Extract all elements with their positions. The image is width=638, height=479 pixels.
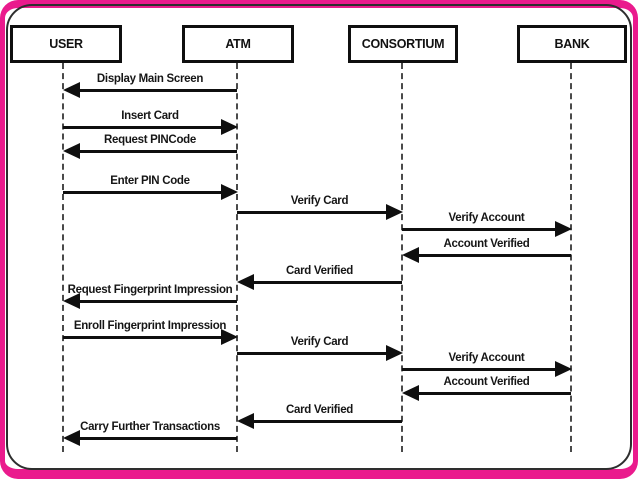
message-arrowhead-right [555,221,572,237]
message-arrowhead-left [237,274,254,290]
message-arrowhead-left [402,247,419,263]
message-arrow-line [237,352,392,355]
actor-label: CONSORTIUM [361,37,445,51]
actor-box-consortium: CONSORTIUM [348,25,458,63]
message-arrowhead-right [555,361,572,377]
message-label: Request PINCode [104,134,196,146]
message-arrow-line [73,437,237,440]
message-arrow-line [63,191,227,194]
message-arrow-line [402,228,561,231]
message-arrowhead-left [402,385,419,401]
actor-label: USER [49,37,83,51]
message-label: Account Verified [443,238,530,250]
message-arrowhead-left [237,413,254,429]
message-arrow-line [63,336,227,339]
message-arrowhead-right [221,119,238,135]
actor-label: ATM [225,37,251,51]
message-arrowhead-right [221,184,238,200]
message-arrow-line [237,211,392,214]
message-arrowhead-left [63,430,80,446]
message-label: Verify Account [448,352,525,364]
message-arrow-line [412,254,571,257]
message-arrow-line [247,281,402,284]
message-arrow-line [247,420,402,423]
message-label: Enroll Fingerprint Impression [73,320,227,332]
message-arrowhead-right [386,204,403,220]
message-label: Insert Card [121,110,179,122]
message-arrow-line [412,392,571,395]
actor-box-bank: BANK [517,25,627,63]
message-arrowhead-right [221,329,238,345]
message-arrowhead-left [63,143,80,159]
message-arrow-line [402,368,561,371]
message-arrowhead-right [386,345,403,361]
actor-box-atm: ATM [182,25,294,63]
message-label: Display Main Screen [96,73,204,85]
message-arrow-line [63,126,227,129]
message-label: Account Verified [443,376,530,388]
actor-box-user: USER [10,25,122,63]
message-arrow-line [73,150,237,153]
message-arrowhead-left [63,293,80,309]
message-label: Carry Further Transactions [80,421,220,433]
message-label: Card Verified [285,265,354,277]
message-arrow-line [73,89,237,92]
message-label: Verify Card [290,336,349,348]
message-label: Card Verified [285,404,354,416]
message-arrowhead-left [63,82,80,98]
actor-label: BANK [554,37,590,51]
lifeline-atm [236,63,238,452]
lifeline-bank [570,63,572,452]
message-arrow-line [73,300,237,303]
message-label: Request Fingerprint Impression [67,284,233,296]
lifeline-user [62,63,64,452]
message-label: Enter PIN Code [110,175,190,187]
message-label: Verify Card [290,195,349,207]
message-label: Verify Account [448,212,525,224]
